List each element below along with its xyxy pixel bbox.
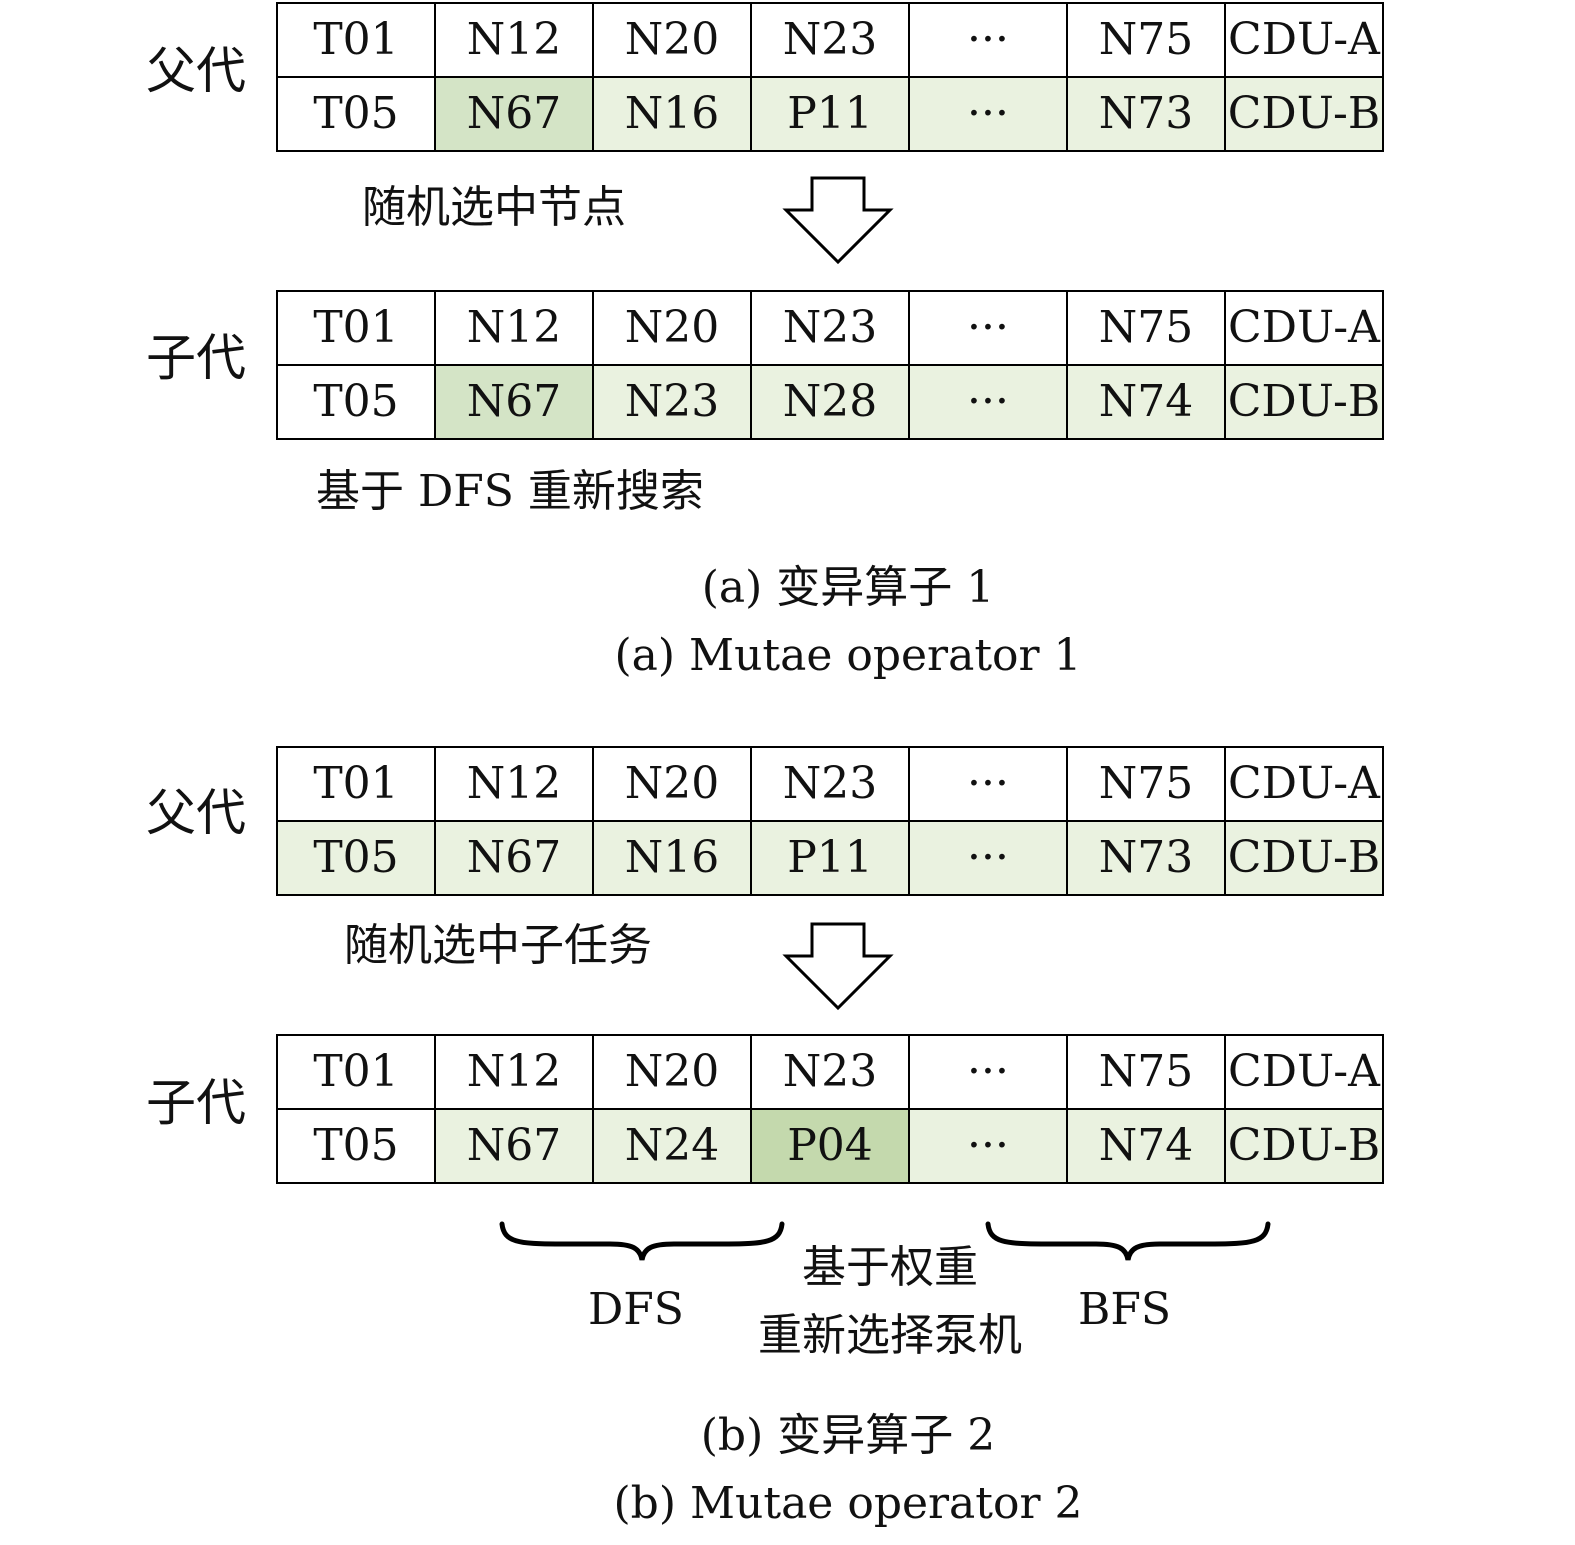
caption-cn-a: (a) 变异算子 1 (701, 562, 995, 613)
gene-cell: N73 (1066, 76, 1226, 152)
gene-cell: N24 (592, 1108, 752, 1184)
gene-cell: T01 (276, 746, 436, 822)
down-arrow-icon (782, 176, 894, 265)
gene-cell: N23 (750, 1034, 910, 1110)
gene-cell: N12 (434, 290, 594, 366)
parent-genome-a: T01 N12 N20 N23 ··· N75 CDU-A T05 N67 N1… (276, 2, 1384, 152)
gene-cell: T05 (276, 364, 436, 440)
gene-cell: CDU-A (1224, 2, 1384, 78)
gene-cell: CDU-A (1224, 1034, 1384, 1110)
gene-cell: N75 (1066, 1034, 1226, 1110)
genome-row: T01 N12 N20 N23 ··· N75 CDU-A (276, 1034, 1384, 1110)
gene-cell: N23 (750, 2, 910, 78)
gene-cell: CDU-B (1224, 1108, 1384, 1184)
gene-cell: N20 (592, 290, 752, 366)
gene-cell-selected: P04 (750, 1108, 910, 1184)
bfs-label-b: BFS (1078, 1284, 1172, 1335)
gene-cell: N20 (592, 746, 752, 822)
parent-label-a: 父代 (146, 42, 246, 100)
gene-cell: CDU-A (1224, 746, 1384, 822)
gene-cell: N23 (750, 746, 910, 822)
step-text-a: 随机选中节点 (362, 182, 626, 233)
gene-cell: ··· (908, 820, 1068, 896)
caption-cn-b: (b) 变异算子 2 (700, 1410, 996, 1461)
gene-cell: N12 (434, 2, 594, 78)
gene-cell: N75 (1066, 2, 1226, 78)
genome-row: T05 N67 N16 P11 ··· N73 CDU-B (276, 820, 1384, 896)
child-label-b: 子代 (146, 1074, 246, 1132)
caption-en-a: (a) Mutae operator 1 (614, 630, 1082, 681)
gene-cell: ··· (908, 1034, 1068, 1110)
gene-cell: N75 (1066, 290, 1226, 366)
gene-cell: N28 (750, 364, 910, 440)
child-genome-a: T01 N12 N20 N23 ··· N75 CDU-A T05 N67 N2… (276, 290, 1384, 440)
parent-label-b: 父代 (146, 784, 246, 842)
gene-cell: N75 (1066, 746, 1226, 822)
genome-row: T05 N67 N24 P04 ··· N74 CDU-B (276, 1108, 1384, 1184)
gene-cell: N23 (592, 364, 752, 440)
gene-cell: N12 (434, 1034, 594, 1110)
gene-cell-selected: N67 (434, 76, 594, 152)
gene-cell: P11 (750, 820, 910, 896)
gene-cell: T05 (276, 76, 436, 152)
gene-cell: N12 (434, 746, 594, 822)
gene-cell: ··· (908, 364, 1068, 440)
genome-row: T05 N67 N23 N28 ··· N74 CDU-B (276, 364, 1384, 440)
gene-cell: N20 (592, 1034, 752, 1110)
gene-cell: CDU-A (1224, 290, 1384, 366)
brace-bfs-icon (985, 1221, 1271, 1261)
gene-cell: CDU-B (1224, 820, 1384, 896)
gene-cell: ··· (908, 2, 1068, 78)
parent-genome-b: T01 N12 N20 N23 ··· N75 CDU-A T05 N67 N1… (276, 746, 1384, 896)
gene-cell: N16 (592, 820, 752, 896)
genome-row: T05 N67 N16 P11 ··· N73 CDU-B (276, 76, 1384, 152)
gene-cell-selected: N67 (434, 364, 594, 440)
gene-cell: ··· (908, 290, 1068, 366)
genome-row: T01 N12 N20 N23 ··· N75 CDU-A (276, 2, 1384, 78)
middle-text-line2-b: 重新选择泵机 (758, 1310, 1022, 1361)
gene-cell: P11 (750, 76, 910, 152)
gene-cell: N73 (1066, 820, 1226, 896)
down-arrow-icon (782, 922, 894, 1011)
gene-cell: T05 (276, 1108, 436, 1184)
genome-row: T01 N12 N20 N23 ··· N75 CDU-A (276, 746, 1384, 822)
gene-cell: T01 (276, 290, 436, 366)
step-text-b: 随机选中子任务 (344, 920, 652, 971)
gene-cell: CDU-B (1224, 364, 1384, 440)
brace-dfs-icon (499, 1221, 785, 1261)
gene-cell: N74 (1066, 1108, 1226, 1184)
note-text-a: 基于 DFS 重新搜索 (316, 466, 704, 517)
gene-cell: T05 (276, 820, 436, 896)
gene-cell: ··· (908, 76, 1068, 152)
gene-cell: ··· (908, 1108, 1068, 1184)
gene-cell: N67 (434, 1108, 594, 1184)
child-genome-b: T01 N12 N20 N23 ··· N75 CDU-A T05 N67 N2… (276, 1034, 1384, 1184)
gene-cell: N20 (592, 2, 752, 78)
genome-row: T01 N12 N20 N23 ··· N75 CDU-A (276, 290, 1384, 366)
dfs-label-b: DFS (588, 1284, 684, 1335)
gene-cell: N74 (1066, 364, 1226, 440)
caption-en-b: (b) Mutae operator 2 (613, 1478, 1083, 1529)
gene-cell: N16 (592, 76, 752, 152)
gene-cell: CDU-B (1224, 76, 1384, 152)
gene-cell: N67 (434, 820, 594, 896)
child-label-a: 子代 (146, 329, 246, 387)
gene-cell: N23 (750, 290, 910, 366)
gene-cell: T01 (276, 2, 436, 78)
gene-cell: ··· (908, 746, 1068, 822)
gene-cell: T01 (276, 1034, 436, 1110)
middle-text-line1-b: 基于权重 (802, 1242, 978, 1293)
